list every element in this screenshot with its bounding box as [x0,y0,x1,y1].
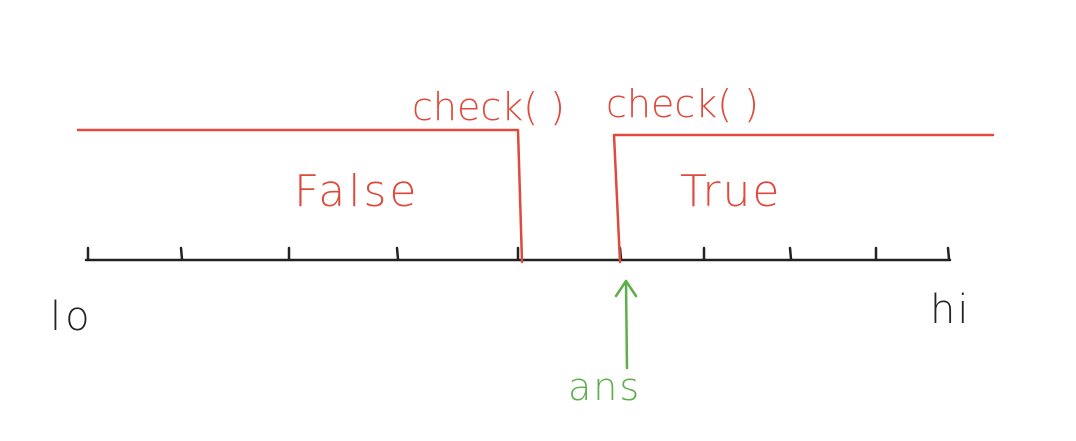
answer-arrow-head [614,279,638,298]
ans-label: ans [568,365,641,409]
true-region-boundary [612,133,995,264]
lo-label: lo [50,294,94,340]
tick-mark [946,246,951,261]
check-label-right: check( ) [606,82,759,126]
tick-mark [788,246,793,261]
tick-marks [86,246,951,261]
hi-label: hi [930,287,970,333]
tick-mark [395,246,400,261]
true-region-label: True [680,166,781,217]
tick-mark [179,246,184,261]
check-label-left: check( ) [412,85,565,129]
answer-arrow-shaft [624,280,629,370]
answer-arrow [614,279,638,370]
false-region-boundary [76,128,524,264]
false-region-label: False [294,166,419,217]
